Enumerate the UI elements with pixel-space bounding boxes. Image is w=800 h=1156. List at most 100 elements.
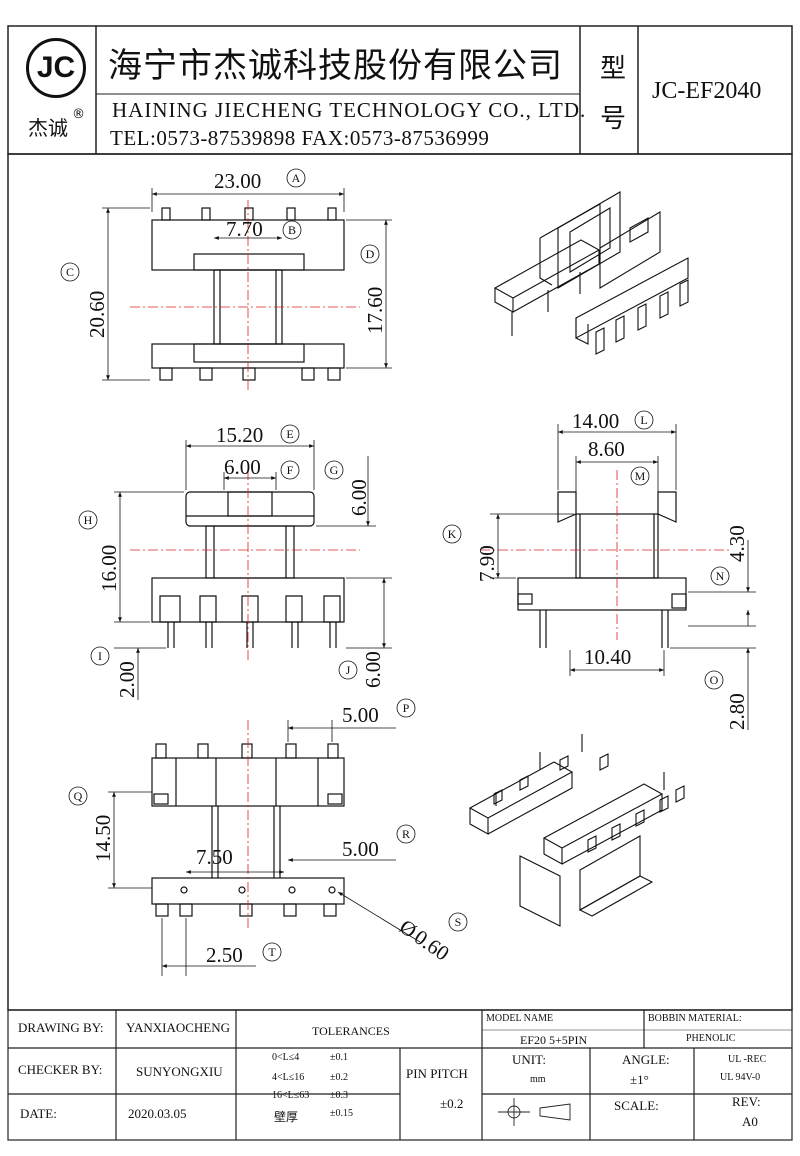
drawing-by-label: DRAWING BY: xyxy=(18,1020,104,1035)
dim-l-value: 14.00 xyxy=(572,409,619,433)
date-label: DATE: xyxy=(20,1106,57,1121)
bobbin-material-value: PHENOLIC xyxy=(686,1033,736,1044)
model-name-value: EF20 5+5PIN xyxy=(520,1033,588,1047)
isometric-view-top xyxy=(493,191,689,355)
side-view xyxy=(130,470,360,660)
dim-h-value: 16.00 xyxy=(97,545,121,592)
registered-mark: ® xyxy=(72,107,85,122)
ul-rec: UL -REC xyxy=(728,1054,767,1065)
dimension-tag-letters: A B C D E F G H I J K L M N O P Q R S T xyxy=(66,171,725,959)
dim-g-value: 6.00 xyxy=(347,479,371,516)
dim-m-value: 8.60 xyxy=(588,437,625,461)
tag-k: K xyxy=(448,527,457,541)
model-name-label: MODEL NAME xyxy=(486,1013,554,1024)
type-label-1: 型 xyxy=(600,54,627,84)
dim-c-value: 20.60 xyxy=(85,291,109,338)
tag-i: I xyxy=(98,649,102,663)
dim-o-value: 2.80 xyxy=(725,693,749,730)
end-view-dimensions xyxy=(490,424,756,730)
front-view xyxy=(130,200,360,392)
tol-range-4: 壁厚 xyxy=(274,1110,299,1124)
company-name-cn: 海宁市杰诚科技股份有限公司 xyxy=(108,46,563,86)
tol-value-3: ±0.3 xyxy=(330,1090,348,1101)
pin-pitch-tolerance: ±0.2 xyxy=(440,1096,464,1111)
unit-value: mm xyxy=(530,1074,546,1085)
tag-p: P xyxy=(403,701,410,715)
tag-s: S xyxy=(455,915,462,929)
tol-value-2: ±0.2 xyxy=(330,1072,348,1083)
tag-g: G xyxy=(330,463,339,477)
dim-k-value: 7.90 xyxy=(475,545,499,582)
tag-o: O xyxy=(710,673,719,687)
tag-b: B xyxy=(288,223,296,237)
drawing-by-value: YANXIAOCHENG xyxy=(126,1020,230,1035)
checker-by-label: CHECKER BY: xyxy=(18,1062,103,1077)
dim-p-value: 5.00 xyxy=(342,703,379,727)
dim-n-value: 4.30 xyxy=(725,525,749,562)
date-value: 2020.03.05 xyxy=(128,1106,187,1121)
bottom-view xyxy=(151,720,345,928)
dim-b-value: 7.70 xyxy=(226,217,263,241)
tag-d: D xyxy=(366,247,375,261)
tol-range-2: 4<L≤16 xyxy=(272,1072,305,1083)
dim-7-50-value: 7.50 xyxy=(196,845,233,869)
tolerances-label: TOLERANCES xyxy=(312,1024,390,1038)
dim-f-value: 6.00 xyxy=(224,455,261,479)
angle-value: ±1° xyxy=(630,1072,649,1087)
dim-t-value: 2.50 xyxy=(206,943,243,967)
header: JC 杰诚 ® 海宁市杰诚科技股份有限公司 HAINING JIECHENG T… xyxy=(0,0,800,160)
angle-label: ANGLE: xyxy=(622,1052,670,1067)
company-tel-fax: TEL:0573-87539898 FAX:0573-87536999 xyxy=(110,126,490,150)
dim-s-value: 0.60 xyxy=(410,925,454,966)
ul-94v0: UL 94V-0 xyxy=(720,1072,761,1083)
tol-range-1: 0<L≤4 xyxy=(272,1052,300,1063)
type-label-2: 号 xyxy=(600,104,627,134)
tol-value-1: ±0.1 xyxy=(330,1052,348,1063)
side-view-dimensions xyxy=(114,440,392,700)
model-number: JC-EF2040 xyxy=(652,78,762,104)
unit-label: UNIT: xyxy=(512,1052,547,1067)
dim-10-40-value: 10.40 xyxy=(584,645,631,669)
title-block-grid xyxy=(7,1009,793,1141)
dim-i-value: 2.00 xyxy=(115,661,139,698)
dimension-tags xyxy=(60,168,730,962)
bottom-view-dimensions xyxy=(108,720,421,976)
tag-m: M xyxy=(635,469,646,483)
tag-j: J xyxy=(346,663,351,677)
tag-n: N xyxy=(716,569,725,583)
tag-h: H xyxy=(84,513,93,527)
logo-chinese-text: 杰诚 xyxy=(28,116,68,140)
tag-f: F xyxy=(287,463,294,477)
end-view xyxy=(480,470,730,648)
tag-e: E xyxy=(286,427,293,441)
tag-l: L xyxy=(640,413,647,427)
pin-pitch-symbols xyxy=(498,1098,571,1126)
dim-q-value: 14.50 xyxy=(91,815,115,862)
company-name-en: HAINING JIECHENG TECHNOLOGY CO., LTD. xyxy=(112,98,587,122)
rev-value: A0 xyxy=(742,1114,758,1129)
isometric-view-bottom xyxy=(468,734,685,927)
rev-label: REV: xyxy=(732,1094,761,1109)
dim-d-value: 17.60 xyxy=(363,287,387,334)
drawing-frame xyxy=(7,153,793,1011)
dim-j-value: 6.00 xyxy=(361,651,385,688)
dim-r-value: 5.00 xyxy=(342,837,379,861)
bobbin-material-label: BOBBIN MATERIAL: xyxy=(648,1013,742,1024)
tag-c: C xyxy=(66,265,74,279)
tag-t: T xyxy=(268,945,276,959)
tag-a: A xyxy=(292,171,301,185)
checker-by-value: SUNYONGXIU xyxy=(136,1064,223,1079)
tol-range-3: 16<L≤63 xyxy=(272,1090,310,1101)
tag-r: R xyxy=(402,827,410,841)
front-view-dimensions xyxy=(102,188,392,381)
tol-value-4: ±0.15 xyxy=(330,1108,353,1119)
company-logo: JC xyxy=(26,38,86,98)
dim-a-value: 23.00 xyxy=(214,169,261,193)
dimension-labels: 23.00 7.70 20.60 17.60 15.20 6.00 6.00 1… xyxy=(85,169,749,967)
scale-label: SCALE: xyxy=(614,1098,659,1113)
tag-q: Q xyxy=(74,789,83,803)
dim-e-value: 15.20 xyxy=(216,423,263,447)
pin-pitch-label: PIN PITCH xyxy=(406,1066,468,1081)
